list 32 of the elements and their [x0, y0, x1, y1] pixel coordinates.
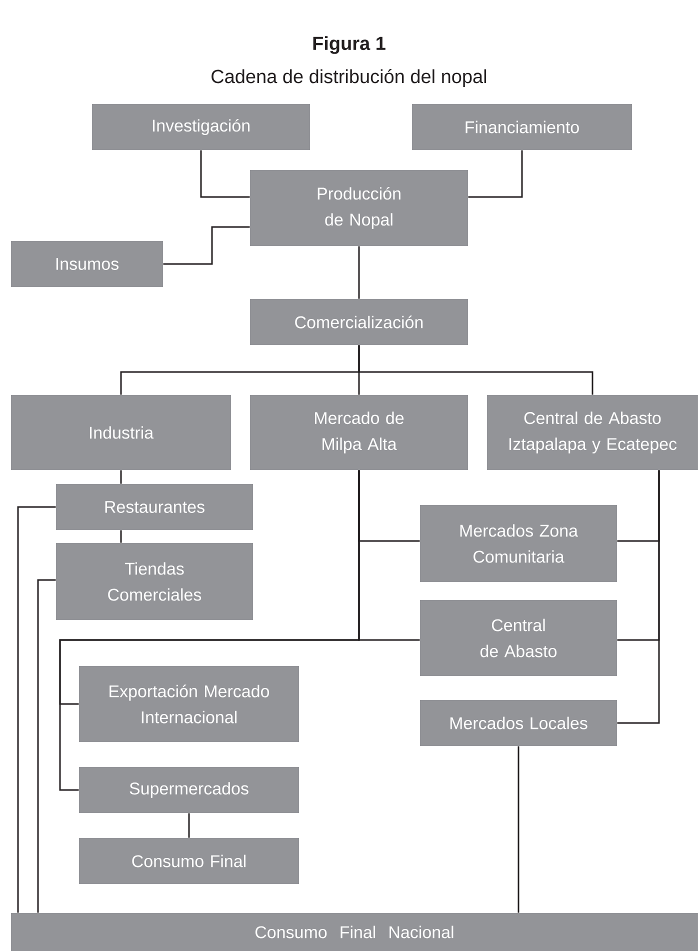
- connector-line: [518, 746, 520, 913]
- connector-line: [468, 150, 523, 198]
- connector-line: [37, 579, 56, 913]
- process-box: Mercados Zona Comunitaria: [420, 505, 617, 582]
- connector-line: [617, 470, 660, 724]
- process-box: Exportación Mercado Internacional: [79, 666, 299, 742]
- process-box: Investigación: [92, 104, 310, 150]
- process-box: Tiendas Comerciales: [56, 543, 253, 620]
- connector-line: [120, 530, 122, 543]
- figure-caption: Cadena de distribución del nopal: [212, 69, 486, 87]
- connector-line: [200, 150, 250, 198]
- process-box: Comercialización: [250, 299, 468, 345]
- process-box: Mercado de Milpa Alta: [250, 395, 468, 470]
- figure-title: Figura 1: [313, 36, 386, 54]
- process-box: Producción de Nopal: [250, 170, 468, 246]
- process-box: Central de Abasto: [420, 600, 617, 676]
- process-box: Industria: [11, 395, 231, 470]
- connector-line: [163, 226, 250, 265]
- connector-line: [120, 470, 122, 484]
- process-box: Supermercados: [79, 767, 299, 813]
- connector-line: [188, 813, 190, 838]
- process-box: Insumos: [11, 241, 163, 287]
- process-box: Restaurantes: [56, 484, 253, 530]
- process-box: Financiamiento: [412, 104, 632, 150]
- connector-line: [17, 506, 56, 913]
- process-box: Consumo Final Nacional: [11, 913, 698, 951]
- connector-line: [358, 246, 360, 299]
- process-box: Mercados Locales: [420, 700, 617, 746]
- connector-line: [59, 470, 360, 791]
- process-box: Consumo Final: [79, 838, 299, 884]
- connector-line: [358, 345, 594, 395]
- process-box: Central de Abasto Iztapalapa y Ecatepec: [487, 395, 698, 470]
